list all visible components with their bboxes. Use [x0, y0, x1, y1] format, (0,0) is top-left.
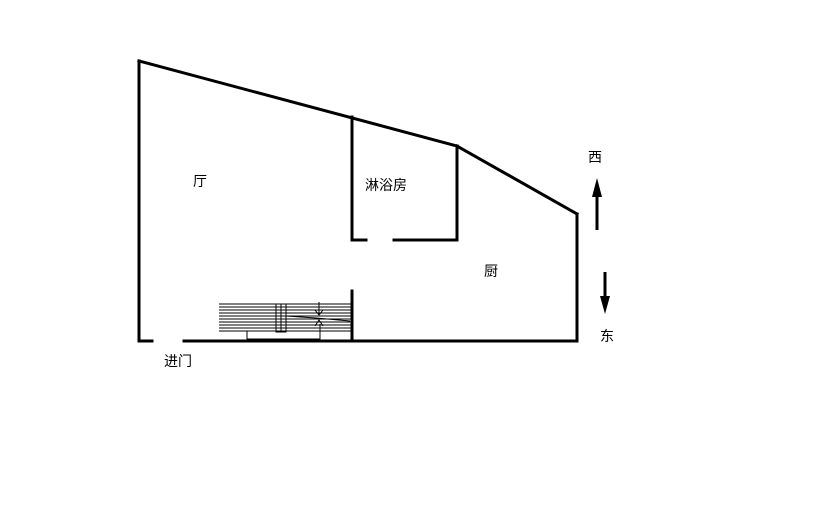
room-label-living: 厅 [193, 174, 207, 190]
compass-arrow-east [600, 272, 610, 314]
wall-north-slanted [137, 59, 459, 148]
arrow-down-icon [600, 296, 610, 314]
room-label-entrance: 进门 [164, 354, 192, 370]
compass-arrow-west [592, 178, 602, 230]
wall-northeast-slanted [454, 143, 580, 217]
arrow-up-icon [592, 178, 602, 197]
room-label-shower: 淋浴房 [365, 178, 407, 194]
stair-frame [246, 324, 321, 340]
shower-room-walls [350, 115, 459, 242]
room-label-kitchen: 厨 [484, 264, 498, 280]
outer-walls [137, 59, 580, 343]
compass-label-west: 西 [588, 150, 602, 166]
compass-label-east: 东 [600, 329, 614, 345]
staircase [219, 302, 352, 340]
stair-direction-line [285, 315, 351, 322]
